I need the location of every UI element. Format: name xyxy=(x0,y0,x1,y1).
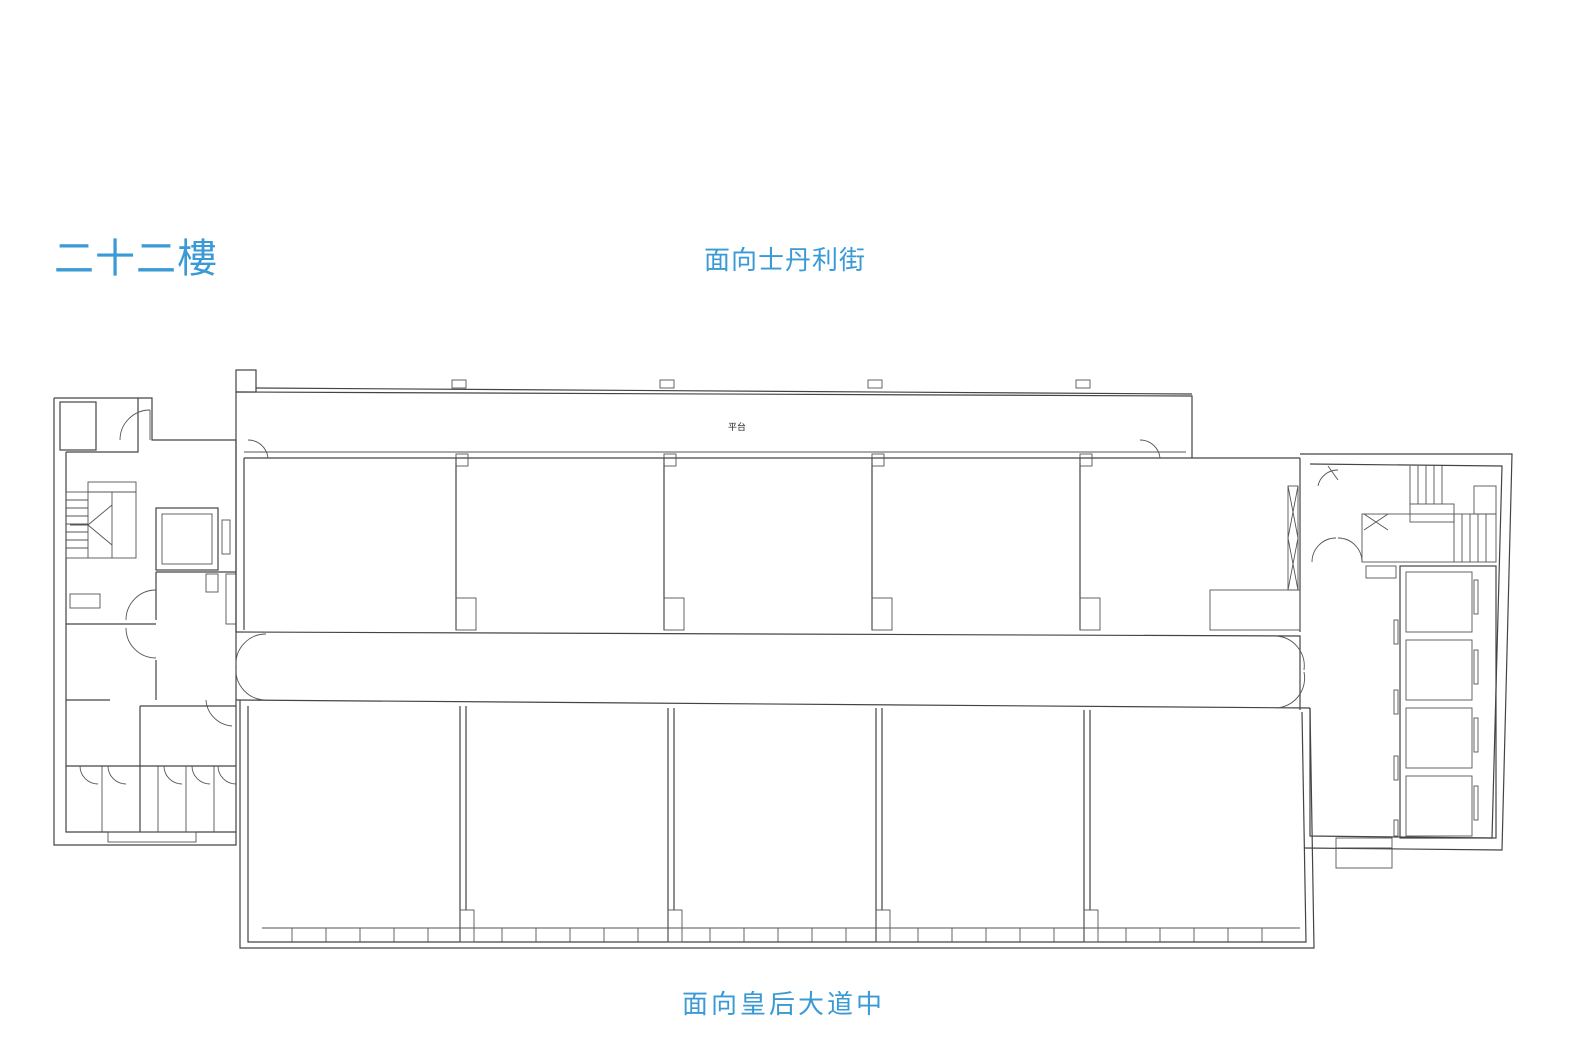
right-wing xyxy=(1300,453,1513,869)
left-wing xyxy=(53,397,237,846)
main-block: 平台 xyxy=(235,369,1300,632)
lower-offices xyxy=(239,700,1315,949)
left-stair xyxy=(65,481,137,559)
terrace-label: 平台 xyxy=(728,421,746,433)
right-lifts xyxy=(1393,565,1497,839)
upper-offices xyxy=(243,453,1301,632)
left-lift xyxy=(155,507,219,571)
street-label-bottom: 面向皇后大道中 xyxy=(682,990,886,1020)
right-stair xyxy=(1361,466,1497,563)
floor-title: 二十二樓 xyxy=(54,236,218,282)
left-toilets xyxy=(66,705,237,843)
corridor xyxy=(235,631,1311,710)
street-label-top: 面向士丹利街 xyxy=(704,246,867,276)
